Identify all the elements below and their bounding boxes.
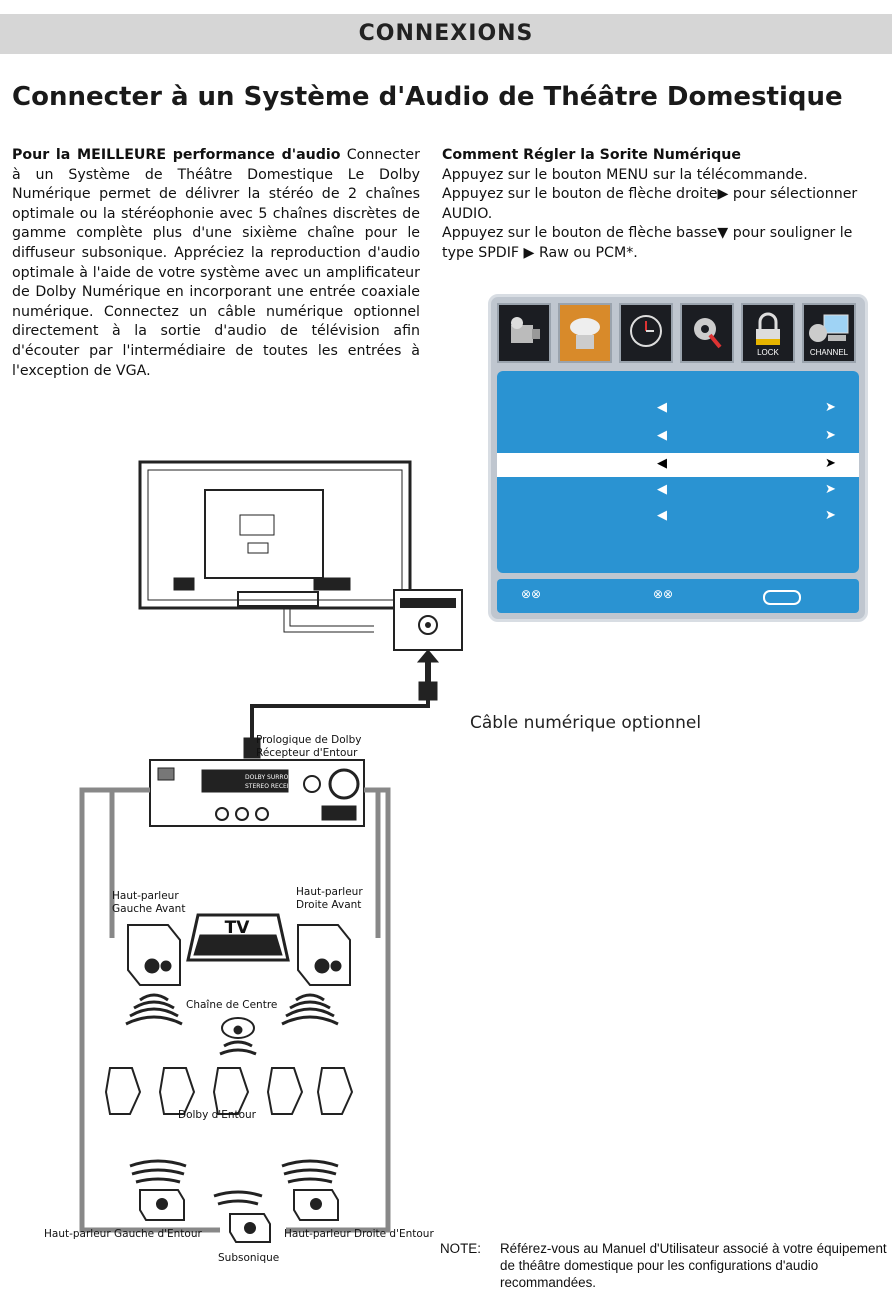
- osd-row: ◀➤: [657, 428, 836, 443]
- osd-row: ◀➤: [657, 400, 836, 415]
- osd-row-selected: ◀➤: [497, 453, 859, 477]
- front-left-label-2: Gauche Avant: [112, 903, 186, 915]
- clock-icon: [630, 315, 662, 347]
- osd-footer: ⊗⊗ ⊗⊗: [497, 579, 859, 613]
- osd-row: ◀➤: [657, 482, 836, 497]
- leftright-hint-icon: ⊗⊗: [653, 587, 674, 601]
- instructions-heading: Comment Régler la Sorite Numérique: [442, 147, 741, 163]
- gear-icon: [694, 318, 722, 349]
- note-text: Référez-vous au Manuel d'Utilisateur ass…: [500, 1241, 887, 1290]
- subwoofer-label: Subsonique: [218, 1252, 280, 1264]
- osd-tab-audio: [558, 303, 612, 363]
- updown-hint-icon: ⊗⊗: [521, 587, 542, 601]
- lock-icon: [756, 312, 780, 345]
- osd-tab-channel: CHANNEL: [802, 303, 856, 363]
- listeners: [104, 1067, 354, 1115]
- section-header: CONNEXIONS: [0, 14, 892, 54]
- center-speaker: [221, 1017, 255, 1039]
- front-left-speaker: [127, 924, 181, 986]
- osd-menu: LOCK CHANNEL ◀➤ ◀➤ ◀➤ ◀➤ ◀➤ ⊗⊗ ⊗⊗: [488, 294, 868, 622]
- center-label: Chaîne de Centre: [186, 999, 278, 1011]
- tv-label: TV: [225, 918, 251, 938]
- front-left-label-1: Haut-parleur: [112, 890, 179, 902]
- page-title: Connecter à un Système d'Audio de Théâtr…: [12, 82, 843, 112]
- channel-icon: [809, 314, 849, 342]
- receiver-display-line-2: STEREO RECEIVER: [245, 783, 301, 790]
- camera-icon: [511, 317, 540, 343]
- front-right-label-1: Haut-parleur: [296, 886, 363, 898]
- rear-left-label: Haut-parleur Gauche d'Entour: [44, 1228, 202, 1240]
- osd-row: ◀➤: [657, 508, 836, 523]
- rear-left-speaker: [139, 1189, 185, 1221]
- digital-cable: [243, 649, 440, 759]
- instruction-step-2: Appuyez sur le bouton de flèche droite▶ …: [442, 186, 858, 222]
- intro-lead: Pour la MEILLEURE performance d'audio: [12, 147, 341, 163]
- rear-right-label: Haut-parleur Droite d'Entour: [284, 1228, 434, 1240]
- audio-icon: [570, 318, 600, 349]
- osd-tab-picture: [497, 303, 551, 363]
- osd-tab-time: [619, 303, 673, 363]
- subwoofer: [229, 1213, 271, 1243]
- tv-front: [186, 913, 290, 962]
- cable-label: Câble numérique optionnel: [470, 713, 702, 733]
- note-key: NOTE:: [440, 1241, 481, 1256]
- osd-tab-setup: [680, 303, 734, 363]
- instruction-step-3: Appuyez sur le bouton de flèche basse▼ p…: [442, 225, 853, 261]
- speaker-wires: [79, 787, 391, 1233]
- intro-text: Pour la MEILLEURE performance d'audio Co…: [12, 146, 420, 381]
- note: NOTE: Référez-vous au Manuel d'Utilisate…: [440, 1240, 888, 1291]
- receiver-label-1: Prologique de Dolby: [256, 734, 362, 746]
- osd-audio-panel: ◀➤ ◀➤ ◀➤ ◀➤ ◀➤: [497, 371, 859, 573]
- tv-rear-panel: [138, 460, 412, 633]
- front-right-speaker: [297, 924, 351, 986]
- receiver-label-2: Récepteur d'Entour: [256, 747, 358, 759]
- menu-button-icon: [763, 590, 801, 605]
- surround-label: Dolby d'Entour: [178, 1109, 256, 1121]
- rear-right-speaker: [293, 1189, 339, 1221]
- osd-tab-lock: LOCK: [741, 303, 795, 363]
- receiver-display-line-1: DOLBY SURROUND: [245, 774, 302, 781]
- instructions: Comment Régler la Sorite Numérique Appuy…: [442, 146, 882, 264]
- sound-waves: [125, 993, 339, 1206]
- front-right-label-2: Droite Avant: [296, 899, 362, 911]
- digital-audio-jack: [393, 589, 463, 651]
- instruction-step-1: Appuyez sur le bouton MENU sur la téléco…: [442, 166, 808, 183]
- intro-body: Connecter à un Système de Théâtre Domest…: [12, 147, 420, 379]
- receiver-unit: [149, 759, 365, 827]
